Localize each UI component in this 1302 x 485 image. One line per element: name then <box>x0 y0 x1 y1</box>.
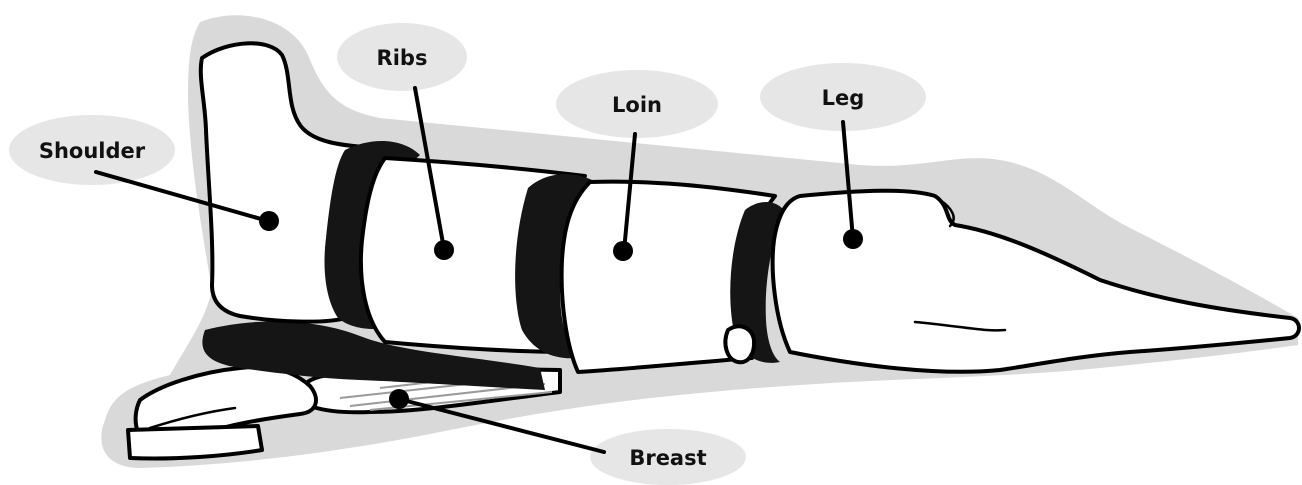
dot-shoulder <box>259 211 279 231</box>
label-shoulder: Shoulder <box>9 115 175 185</box>
cut-loin <box>562 182 785 372</box>
label-loin-text: Loin <box>612 93 662 117</box>
dot-leg <box>843 229 863 249</box>
label-ribs-text: Ribs <box>377 46 428 70</box>
label-breast-text: Breast <box>629 446 706 470</box>
dot-ribs <box>434 240 454 260</box>
label-loin: Loin <box>556 70 718 138</box>
dot-breast <box>389 389 409 409</box>
label-ribs: Ribs <box>337 23 467 91</box>
label-leg-text: Leg <box>822 86 865 110</box>
label-shoulder-text: Shoulder <box>39 139 146 163</box>
cut-ribs <box>361 158 592 358</box>
dot-loin <box>613 241 633 261</box>
label-breast: Breast <box>590 429 746 485</box>
